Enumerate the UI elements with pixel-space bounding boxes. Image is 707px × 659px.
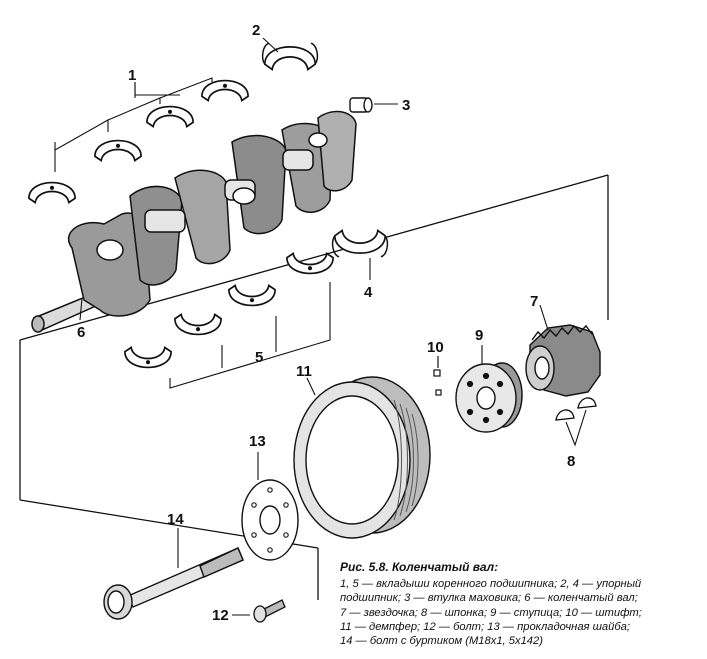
label-10: 10: [427, 339, 444, 356]
sprocket: [525, 304, 601, 397]
upper-thrust-bearing: [261, 37, 319, 71]
hub: [455, 345, 523, 433]
label-6: 6: [77, 324, 85, 341]
caption-line: 1, 5 — вкладыши коренного подшипника; 2,…: [340, 578, 642, 591]
label-3: 3: [402, 97, 410, 114]
pin: [433, 356, 442, 396]
flywheel-bushing: [349, 97, 398, 113]
caption-line: 7 — звездочка; 8 — шпонка; 9 — ступица; …: [340, 606, 642, 619]
caption-title: Рис. 5.8. Коленчатый вал:: [340, 560, 499, 574]
upper-main-bearing-shells: [28, 77, 249, 204]
caption-line: подшипник; 3 — втулка маховика; 6 — коле…: [340, 592, 638, 605]
lower-thrust-bearing: [331, 229, 389, 280]
label-4: 4: [364, 284, 373, 301]
label-13: 13: [249, 433, 266, 450]
crankshaft: [31, 110, 357, 333]
label-7: 7: [530, 293, 538, 310]
label-12: 12: [212, 607, 229, 624]
lower-main-bearing-shells: [124, 252, 334, 389]
label-8: 8: [567, 453, 575, 470]
figure-caption: Рис. 5.8. Коленчатый вал: 1, 5 — вкладыш…: [340, 560, 700, 648]
label-9: 9: [475, 327, 483, 344]
woodruff-keys: [555, 397, 597, 447]
label-2: 2: [252, 22, 260, 39]
flanged-bolt: [103, 528, 244, 620]
caption-line: 14 — болт с буртиком (М18х1, 5х142): [340, 635, 543, 648]
label-11: 11: [296, 363, 312, 380]
label-14: 14: [167, 511, 184, 528]
label-1: 1: [128, 67, 136, 84]
caption-line: 11 — демпфер; 12 — болт; 13 — прокладочн…: [340, 620, 630, 633]
bolt: [232, 599, 286, 623]
vibration-damper: [293, 376, 431, 539]
spacer-washer: [241, 452, 299, 561]
label-5: 5: [255, 349, 263, 366]
